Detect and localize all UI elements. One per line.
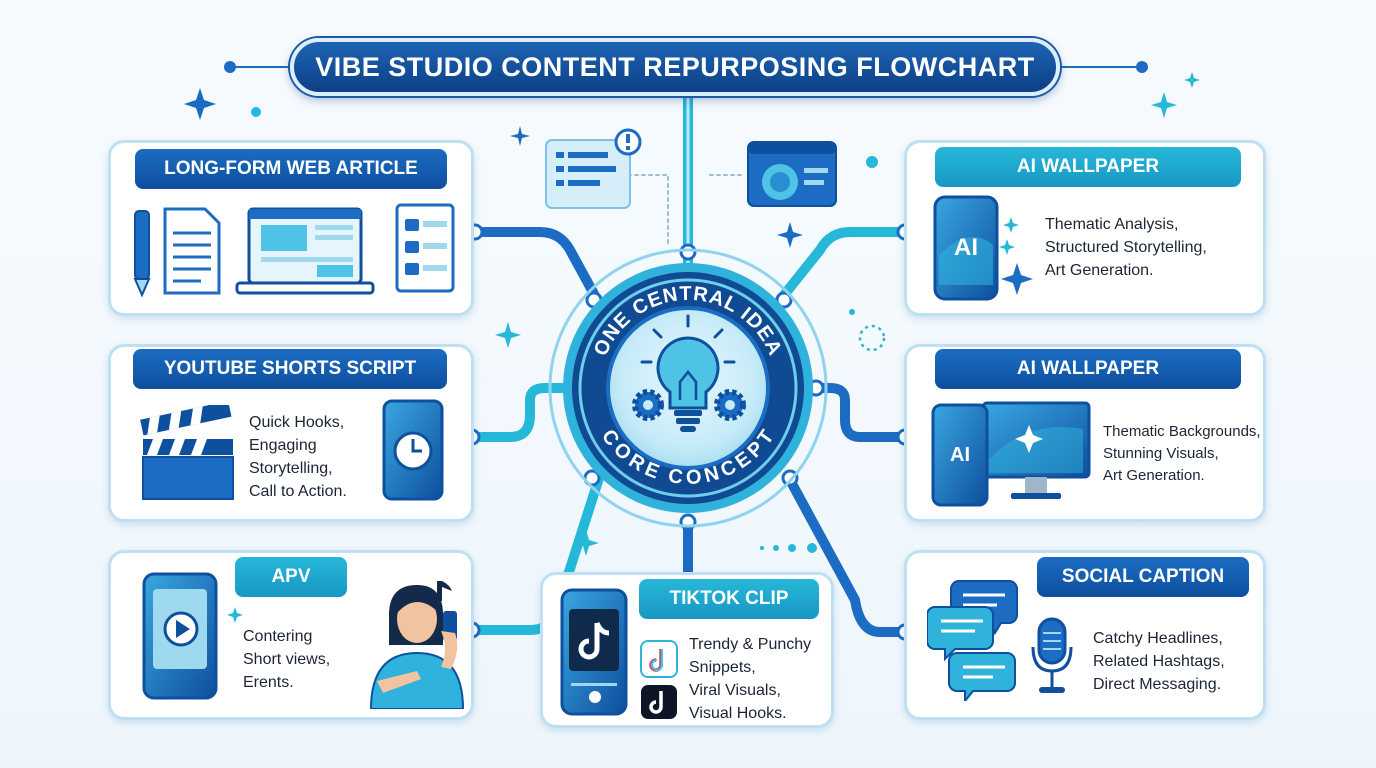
card-apv: APV Contering Short views, Erents. — [108, 550, 474, 720]
card-youtube-shorts: YOUTUBE SHORTS SCRIPT Quick Hooks, Engag… — [108, 344, 474, 522]
tag-youtube-shorts: YOUTUBE SHORTS SCRIPT — [133, 349, 447, 389]
card-ai-wallpaper-1: AI WALLPAPER AI Thematic Analysis, Struc… — [904, 140, 1266, 316]
microphone-icon — [1031, 617, 1073, 693]
hub-graphic — [548, 248, 828, 528]
tag-apv: APV — [235, 557, 347, 597]
svg-text:AI: AI — [950, 444, 970, 466]
apv-sparkle-icon — [227, 607, 243, 623]
tag-ai-wallpaper-2: AI WALLPAPER — [935, 349, 1241, 389]
tag-ai-wallpaper-1: AI WALLPAPER — [935, 147, 1241, 187]
tag-social-caption: SOCIAL CAPTION — [1037, 557, 1249, 597]
document-icon — [163, 207, 221, 295]
sparkle-icons — [184, 72, 1200, 556]
chat-bubbles-icon — [927, 580, 1018, 701]
youtube-desc: Quick Hooks, Engaging Storytelling, Call… — [249, 414, 347, 500]
card-ai-wallpaper-2: AI WALLPAPER AI Thematic Backgrounds, St… — [904, 344, 1266, 522]
ai-phone-icon: AI — [933, 195, 1033, 301]
web-article-illustration — [133, 203, 455, 298]
checklist-icon — [395, 203, 455, 293]
card-web-article: LONG-FORM WEB ARTICLE — [108, 140, 474, 316]
tag-tiktok-clip: TIKTOK CLIP — [639, 579, 819, 619]
floating-list-icon — [545, 128, 642, 209]
phone-clock-icon — [382, 399, 444, 501]
card-tiktok-clip: TIKTOK CLIP Trendy & Punchy Snippets, Vi… — [540, 572, 834, 728]
page-title: VIBE STUDIO CONTENT REPURPOSING FLOWCHAR… — [290, 38, 1060, 96]
apv-desc: Contering Short views, Erents. — [243, 628, 331, 691]
svg-text:AI: AI — [954, 234, 978, 261]
woman-phone-illustration — [369, 581, 465, 709]
card-social-caption: SOCIAL CAPTION Catchy Headlines, Related… — [904, 550, 1266, 720]
tiktok-phone-icon — [560, 588, 678, 719]
ai-wallpaper-1-desc: Thematic Analysis, Structured Storytelli… — [1045, 216, 1207, 279]
ai-monitor-icon: AI — [931, 401, 1091, 507]
tag-web-article: LONG-FORM WEB ARTICLE — [135, 149, 447, 189]
social-desc: Catchy Headlines, Related Hashtags, Dire… — [1093, 630, 1225, 693]
tiktok-desc: Trendy & Punchy Snippets, Viral Visuals,… — [689, 636, 812, 722]
pen-icon — [133, 210, 151, 298]
video-phone-icon — [142, 572, 218, 700]
laptop-icon — [235, 207, 375, 295]
ai-wallpaper-2-desc: Thematic Backgrounds, Stunning Visuals, … — [1103, 423, 1261, 484]
floating-globe-icon — [747, 141, 837, 207]
clapperboard-icon — [140, 405, 234, 500]
